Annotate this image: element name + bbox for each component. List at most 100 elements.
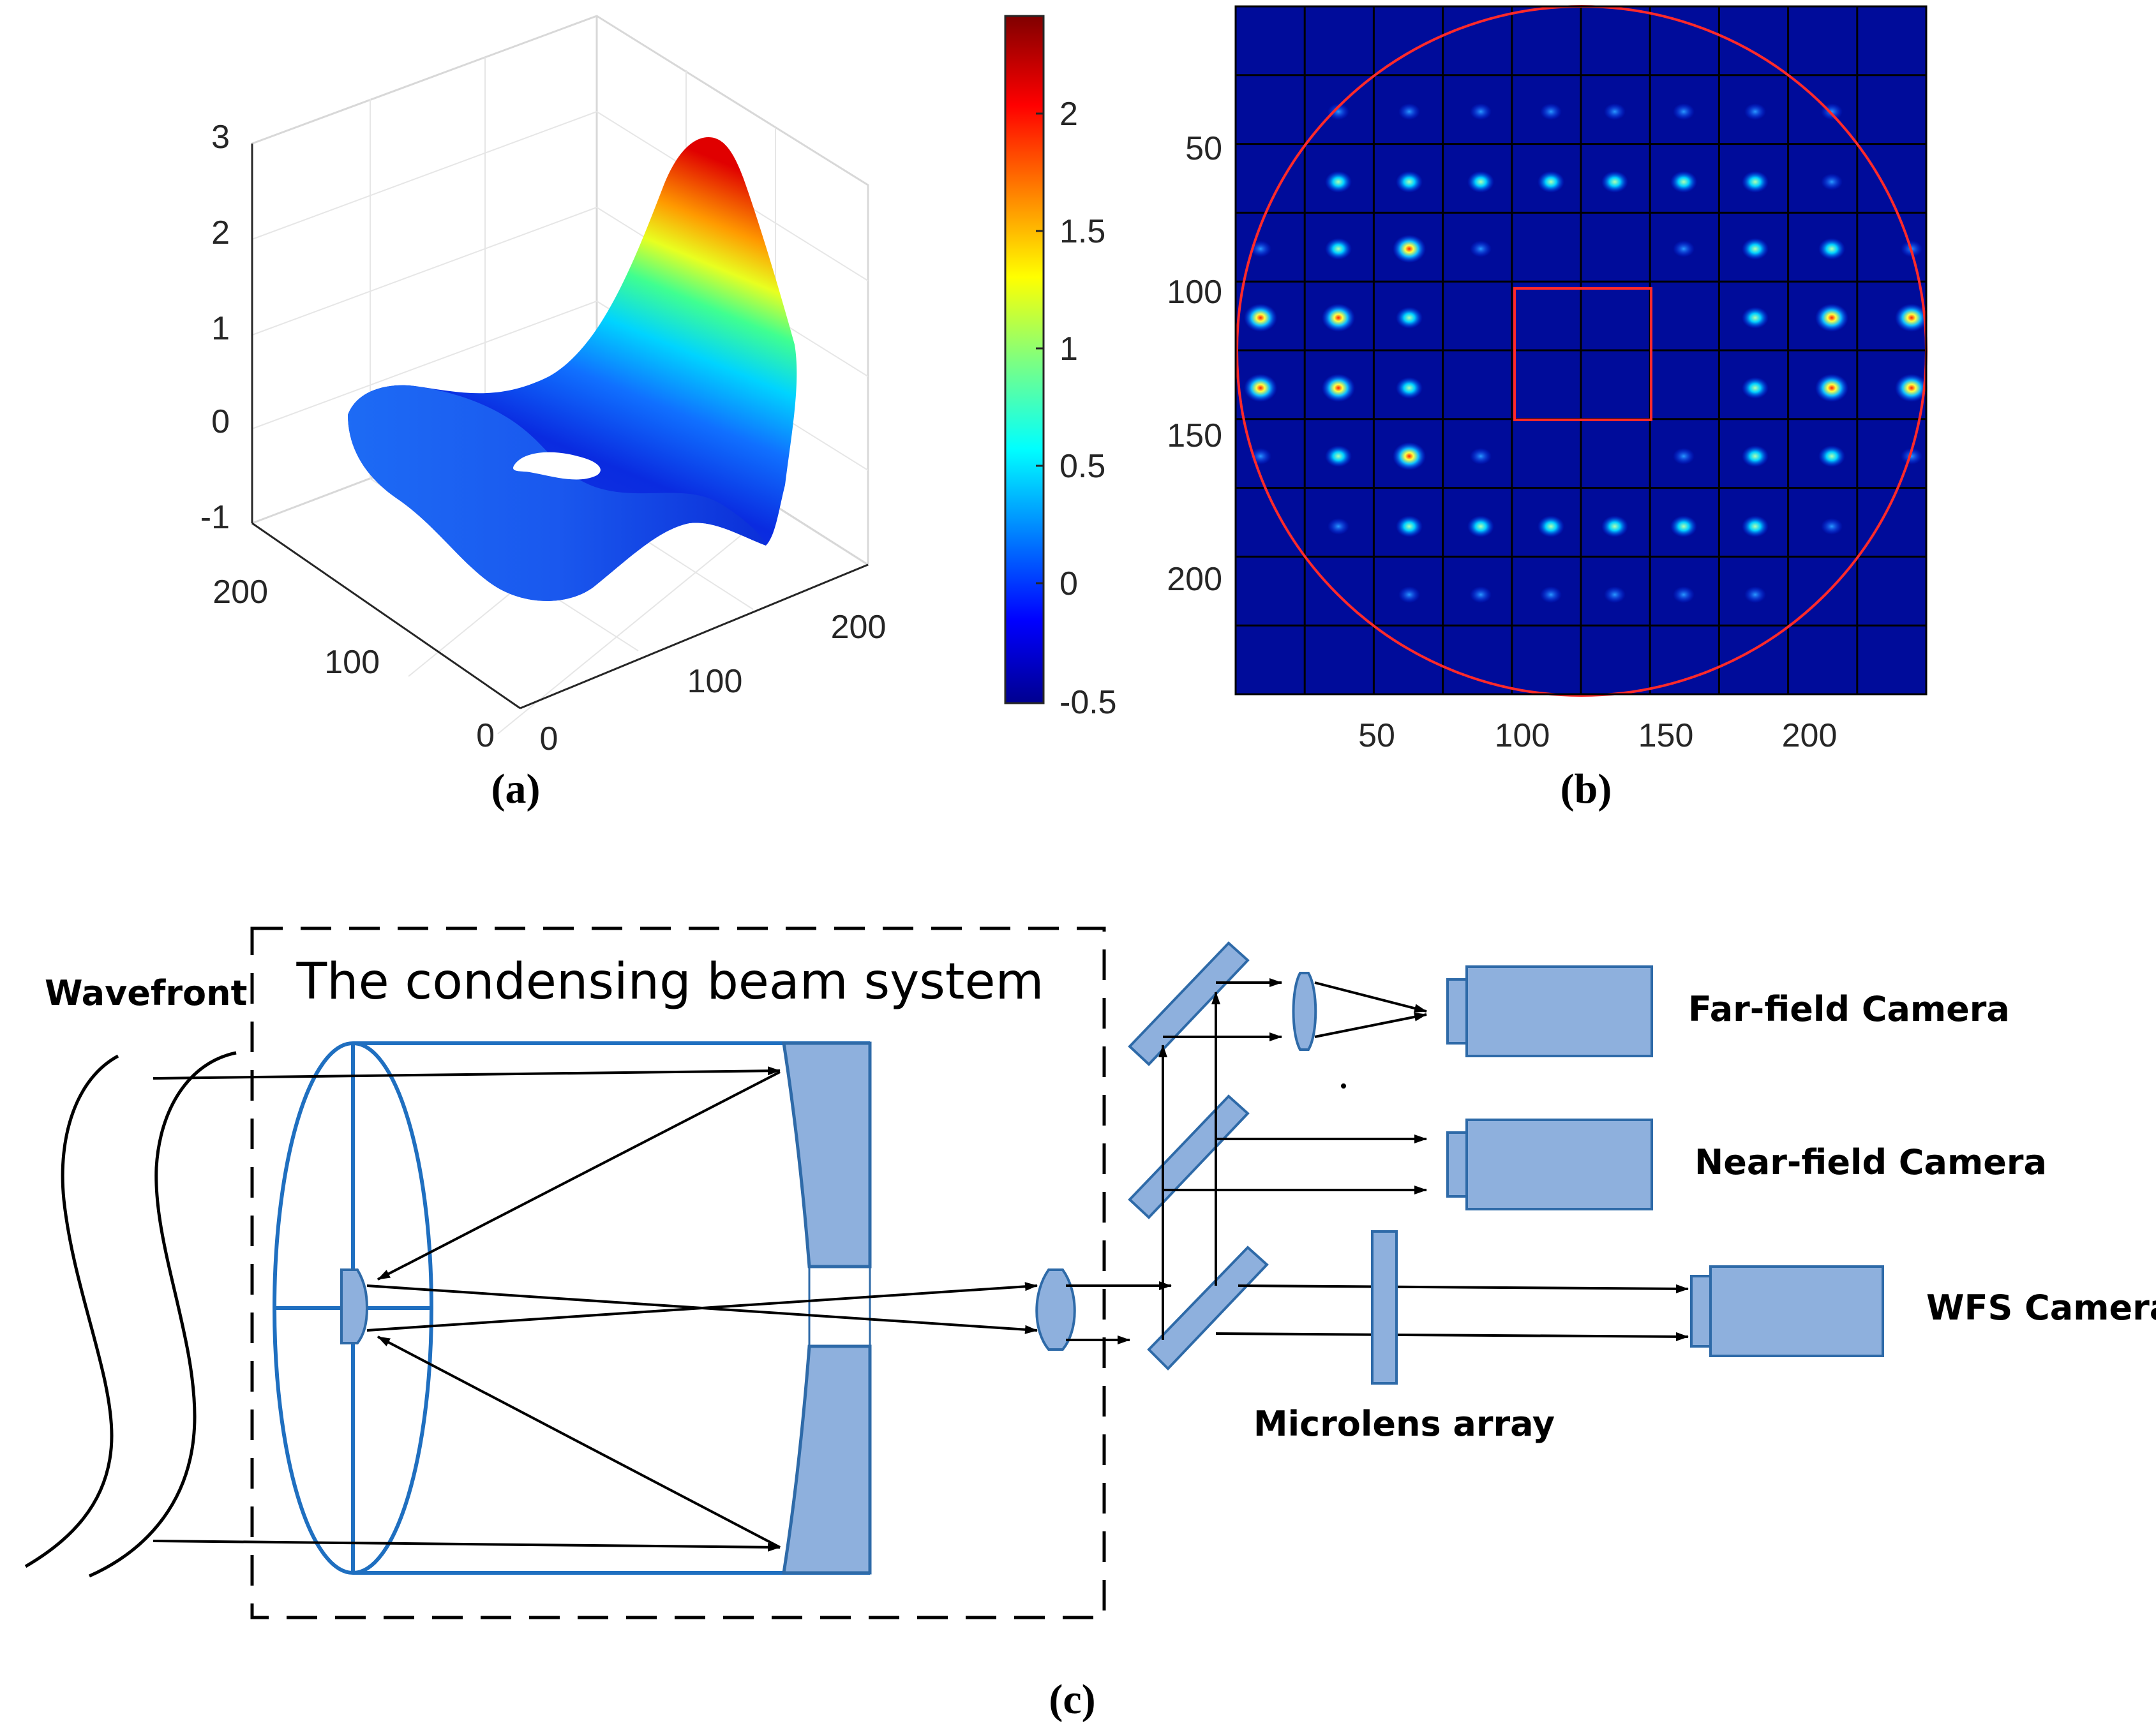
focal-spot bbox=[1673, 586, 1695, 603]
focal-spot bbox=[1540, 586, 1562, 603]
focal-spot bbox=[1673, 103, 1695, 120]
focal-spot bbox=[1818, 445, 1845, 467]
z-tick: 1 bbox=[211, 310, 230, 347]
z-tick: 3 bbox=[211, 119, 230, 156]
focal-spot bbox=[1328, 518, 1349, 535]
panel-c-label: (c) bbox=[1049, 1676, 1095, 1723]
far-field-splitter bbox=[1128, 941, 1250, 1066]
wavefront-curves bbox=[24, 1051, 237, 1578]
subaperture-grid bbox=[1236, 6, 1926, 694]
x-tick: 50 bbox=[1358, 717, 1395, 754]
y-axis-ticks: 200 100 0 bbox=[213, 574, 495, 754]
focal-spot bbox=[1742, 171, 1769, 193]
panel-b-label: (b) bbox=[1561, 766, 1612, 812]
central-obscuration-box bbox=[1513, 287, 1652, 421]
colorbar-tick: 0 bbox=[1059, 565, 1078, 602]
focal-spot bbox=[1744, 586, 1766, 603]
focal-spot bbox=[1604, 103, 1626, 120]
focal-spot bbox=[1670, 171, 1697, 193]
x-tick: 0 bbox=[540, 720, 558, 757]
near-field-splitter bbox=[1128, 1094, 1250, 1219]
y-tick: 100 bbox=[324, 644, 380, 681]
z-tick: 0 bbox=[211, 403, 230, 440]
y-tick: 150 bbox=[1167, 417, 1222, 454]
focal-spot bbox=[1396, 516, 1423, 537]
wfs-label: WFS Camera bbox=[1926, 1288, 2156, 1328]
focal-spot bbox=[1250, 241, 1271, 257]
relay-lens bbox=[1035, 1268, 1076, 1351]
focal-spot bbox=[1815, 374, 1848, 402]
focal-spot bbox=[1396, 171, 1423, 193]
far-field-label: Far-field Camera bbox=[1688, 989, 2010, 1029]
focal-spot bbox=[1398, 586, 1420, 603]
front-axes bbox=[251, 144, 869, 710]
colorbar: 2 1.5 1 0.5 0 -0.5 bbox=[1004, 15, 1117, 721]
near-field-label: Near-field Camera bbox=[1695, 1142, 2047, 1182]
focal-spot bbox=[1601, 171, 1628, 193]
far-field-camera bbox=[1446, 965, 1653, 1057]
wavefront-label: Wavefront bbox=[45, 973, 247, 1013]
colorbar-tick: 2 bbox=[1059, 96, 1078, 133]
focal-spot bbox=[1325, 238, 1352, 260]
z-axis-ticks: 3 2 1 0 -1 bbox=[200, 119, 230, 536]
secondary-mirror bbox=[340, 1268, 369, 1344]
focal-spot bbox=[1821, 518, 1843, 535]
focal-spot bbox=[1818, 238, 1845, 260]
panel-a-label: (a) bbox=[491, 766, 541, 812]
focal-spot bbox=[1744, 103, 1766, 120]
primary-mirror bbox=[782, 1041, 872, 1575]
wavefront-surface bbox=[348, 137, 797, 601]
focal-spot bbox=[1470, 241, 1492, 257]
panel-a-surface-plot: 3 2 1 0 -1 200 100 0 0 100 200 (a) bbox=[200, 15, 887, 812]
focal-spot bbox=[1322, 374, 1355, 402]
ray-paths bbox=[153, 1066, 1038, 1552]
y-tick: 0 bbox=[476, 717, 495, 754]
focal-spot bbox=[1815, 304, 1848, 332]
distribution-rays bbox=[1066, 978, 1689, 1344]
focal-spot bbox=[1673, 448, 1695, 465]
focal-spot bbox=[1895, 374, 1928, 402]
colorbar-tick: -0.5 bbox=[1059, 684, 1117, 721]
panel-c-optical-layout: Wavefront The condensing beam system bbox=[24, 926, 2156, 1723]
focal-spot bbox=[1467, 516, 1494, 537]
wfs-splitter bbox=[1147, 1246, 1269, 1371]
focal-spot bbox=[1670, 516, 1697, 537]
focal-spot bbox=[1901, 448, 1922, 465]
y-tick: 200 bbox=[213, 574, 268, 611]
x-tick: 200 bbox=[1782, 717, 1838, 754]
focal-spot bbox=[1601, 516, 1628, 537]
focal-spot bbox=[1396, 307, 1423, 329]
focal-spot bbox=[1244, 304, 1277, 332]
focal-spots bbox=[1244, 103, 1928, 603]
focal-spot bbox=[1821, 174, 1843, 190]
focal-spot bbox=[1673, 241, 1695, 257]
y-tick: 100 bbox=[1167, 274, 1222, 311]
colorbar-tick: 1.5 bbox=[1059, 213, 1105, 250]
wfs-camera bbox=[1690, 1265, 1884, 1357]
z-tick: -1 bbox=[200, 499, 230, 536]
focal-spot bbox=[1742, 238, 1769, 260]
focal-spot bbox=[1742, 445, 1769, 467]
stray-dot bbox=[1341, 1083, 1346, 1089]
focal-spot bbox=[1742, 516, 1769, 537]
focal-spot bbox=[1328, 103, 1349, 120]
focal-spot bbox=[1742, 377, 1769, 399]
focal-spot bbox=[1604, 586, 1626, 603]
focal-spot bbox=[1540, 103, 1562, 120]
focal-spot bbox=[1325, 171, 1352, 193]
x-tick: 150 bbox=[1638, 717, 1694, 754]
condensing-system-box bbox=[250, 926, 1106, 1619]
x-tick: 200 bbox=[831, 609, 887, 646]
y-tick: 50 bbox=[1185, 130, 1222, 167]
condensing-system-title: The condensing beam system bbox=[296, 953, 1044, 1011]
x-tick: 100 bbox=[1495, 717, 1550, 754]
focal-spot bbox=[1325, 445, 1352, 467]
focal-spot bbox=[1393, 442, 1426, 470]
focal-spot bbox=[1393, 235, 1426, 263]
focal-spot bbox=[1470, 448, 1492, 465]
focal-spot bbox=[1398, 103, 1420, 120]
colorbar-tick: 0.5 bbox=[1059, 448, 1105, 485]
microlens-array bbox=[1371, 1230, 1398, 1385]
focal-spot bbox=[1322, 304, 1355, 332]
